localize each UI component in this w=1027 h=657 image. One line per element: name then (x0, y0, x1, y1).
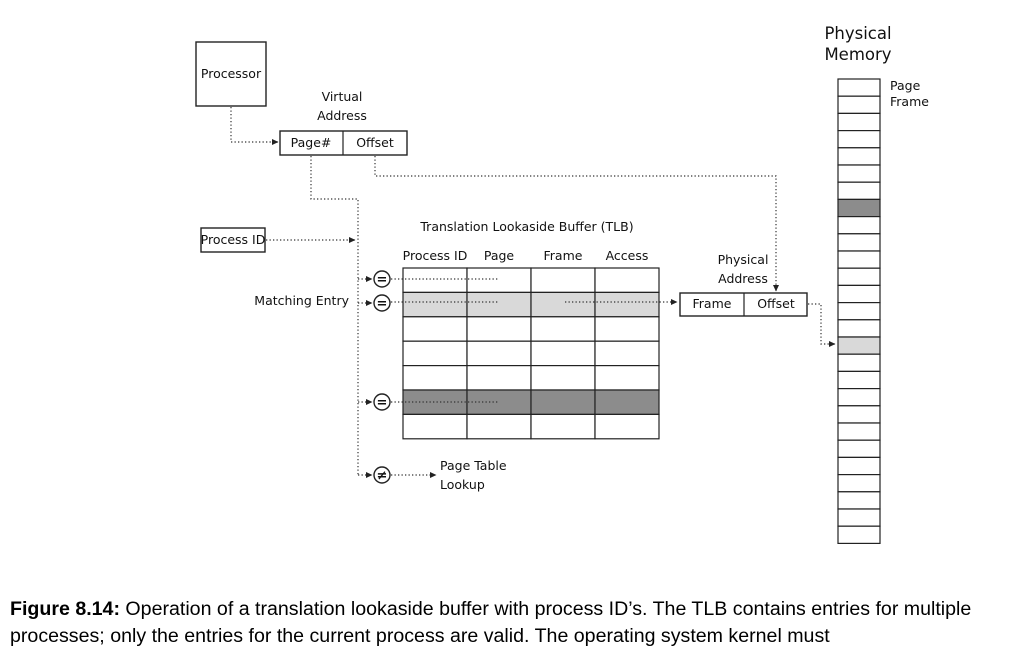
tlb-col-frame: Frame (544, 248, 583, 263)
tlb-title: Translation Lookaside Buffer (TLB) (419, 219, 633, 234)
tlb-cell (466, 365, 532, 391)
memory-frame (837, 164, 881, 183)
offset-to-pa-arrow (374, 156, 779, 292)
tlb-cell (466, 291, 532, 318)
virtual-address-title-1: Virtual (322, 89, 363, 104)
tlb-cell (402, 413, 468, 440)
page-table-lookup-1: Page Table (440, 458, 507, 473)
tlb-cell (594, 291, 660, 318)
memory-frame (837, 233, 881, 252)
pa-to-memory-arrow (808, 303, 836, 347)
memory-frame (837, 78, 881, 97)
memory-frame (837, 302, 881, 321)
tlb-cell (402, 316, 468, 342)
tlb-cell (466, 267, 532, 293)
physical-memory-title-2: Memory (824, 45, 891, 64)
tlb-col-page: Page (484, 248, 515, 263)
tlb-cell (594, 316, 660, 342)
memory-frame (837, 405, 881, 424)
page-table-lookup-2: Lookup (440, 477, 485, 492)
comparator-2-symbol: = (377, 297, 388, 312)
processor-label: Processor (201, 66, 262, 81)
physical-offset-field: Offset (757, 296, 795, 311)
memory-frame (837, 439, 881, 459)
memory-frame (837, 250, 881, 269)
memory-frame (837, 95, 881, 114)
memory-frame (837, 422, 881, 441)
memory-frame (837, 336, 881, 355)
tlb-table (402, 267, 660, 440)
processor-box: Processor (195, 41, 267, 107)
comparator-2: = (358, 294, 498, 312)
memory-frame (837, 353, 881, 373)
physical-address-title-2: Address (718, 271, 768, 286)
physical-memory-column (837, 78, 881, 545)
tlb-cell (594, 365, 660, 391)
memory-frame (837, 491, 881, 510)
tlb-cell (530, 316, 596, 342)
process-id-label: Process ID (201, 232, 266, 247)
memory-frame (837, 147, 881, 166)
memory-frame (837, 388, 881, 407)
tlb-cell (402, 365, 468, 391)
virtual-page-field: Page# (291, 135, 332, 150)
virtual-offset-field: Offset (356, 135, 394, 150)
memory-frame (837, 319, 881, 338)
tlb-cell (594, 413, 660, 440)
processor-to-va-arrow (230, 107, 279, 145)
tlb-cell (466, 340, 532, 367)
memory-frame (837, 370, 881, 390)
memory-frame (837, 267, 881, 287)
memory-frame (837, 216, 881, 235)
memory-frame (837, 525, 881, 545)
memory-frame (837, 198, 881, 218)
memory-frame (837, 181, 881, 200)
page-frame-label-1: Page (890, 78, 921, 93)
comparator-4-symbol: ≠ (377, 469, 388, 484)
tlb-cell (402, 340, 468, 367)
virtual-address-title-2: Address (317, 108, 367, 123)
matching-entry-label: Matching Entry (254, 293, 349, 308)
comparator-3: = (358, 393, 498, 411)
memory-frame (837, 284, 881, 304)
page-frame-label-2: Frame (890, 94, 929, 109)
tlb-col-process-id: Process ID (403, 248, 468, 263)
physical-frame-field: Frame (693, 296, 732, 311)
figure-caption: Figure 8.14: Operation of a translation … (10, 596, 1022, 650)
physical-memory-title-1: Physical (824, 24, 891, 43)
virtual-address: Virtual Address Page# Offset (279, 89, 408, 156)
tlb-cell (594, 340, 660, 367)
tlb-cell (594, 389, 660, 415)
tlb-cell (530, 340, 596, 367)
tlb-cell (530, 365, 596, 391)
figure-caption-text: Operation of a translation lookaside buf… (10, 598, 972, 647)
tlb-cell (530, 413, 596, 440)
comparator-3-symbol: = (377, 396, 388, 411)
tlb-cell (530, 389, 596, 415)
memory-frame (837, 130, 881, 149)
tlb-diagram: Processor Virtual Address Page# Offset P… (195, 24, 929, 545)
memory-frame (837, 112, 881, 132)
comparator-1: = (358, 270, 498, 288)
tlb-cell (402, 267, 468, 293)
tlb-cell (466, 413, 532, 440)
tlb-cell (402, 389, 468, 415)
comparator-1-symbol: = (377, 273, 388, 288)
tlb-cell (530, 267, 596, 293)
memory-frame (837, 456, 881, 476)
tlb-cell (402, 291, 468, 318)
physical-address: Physical Address Frame Offset (679, 252, 808, 317)
physical-address-title-1: Physical (718, 252, 769, 267)
tlb-cell (530, 291, 596, 318)
tlb-cell (466, 389, 532, 415)
memory-frame (837, 508, 881, 527)
process-id-box: Process ID (200, 227, 266, 253)
comparator-4: ≠ (358, 466, 437, 484)
figure-label: Figure 8.14: (10, 598, 120, 620)
memory-frame (837, 474, 881, 493)
tlb-cell (594, 267, 660, 293)
tlb-cell (466, 316, 532, 342)
tlb-col-access: Access (606, 248, 649, 263)
page-bus-line (310, 156, 359, 475)
